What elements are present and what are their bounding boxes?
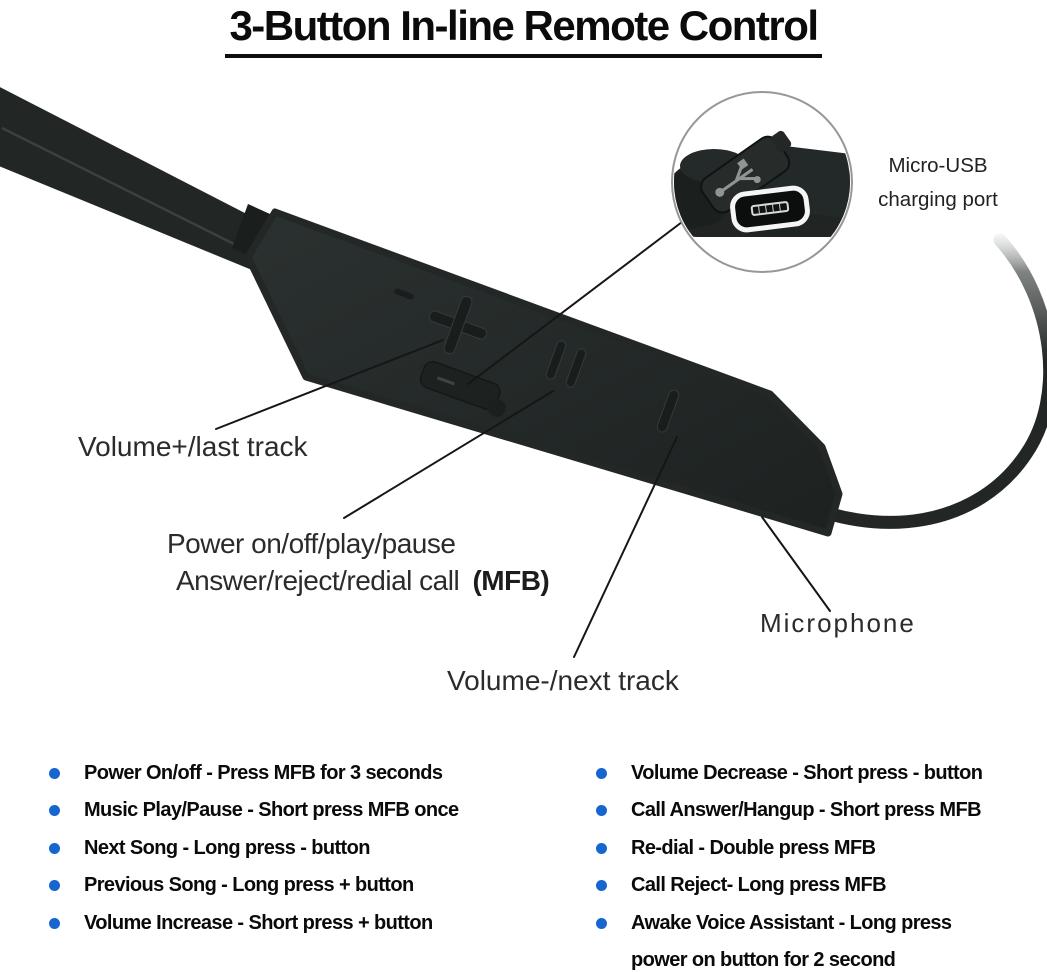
instruction-text: Power On/off - Press MFB for 3 seconds [84,762,443,784]
mfb-pause-button [545,340,587,388]
round-cable [781,233,1047,529]
instruction-item: Previous Song - Long press + button [41,867,521,904]
flat-cable-ridge [1,126,251,254]
bullet-dot-icon [596,768,607,779]
microphone-label: Microphone [760,608,916,638]
instruction-item: Re-dial - Double press MFB [588,830,998,867]
bullet-dot-icon [49,917,60,929]
instruction-item: Call Reject- Long press MFB [588,867,998,904]
bullet-dot-icon [596,880,607,892]
instruction-item: Next Song - Long press - button [41,830,521,867]
instruction-text: Call Reject- Long press MFB [631,874,887,897]
volume-up-label: Volume+/last track [78,431,308,462]
bullet-dot-icon [596,805,607,817]
mfb-bold-label: (MFB) [472,565,550,596]
body-dash-detail [394,288,414,300]
title-wrap: 3-Button In-line Remote Control [0,5,1047,58]
leader-line-microphone [761,516,831,612]
bullet-dot-icon [49,842,60,854]
micro-usb-label-line2: charging port [878,188,998,211]
instruction-item: Call Answer/Hangup - Short press MFB [588,792,998,829]
instruction-text: Volume Increase - Short press + button [84,911,433,934]
bullet-dot-icon [49,880,60,892]
volume-down-label: Volume-/next track [447,665,679,696]
bullet-dot-icon [596,917,607,929]
instruction-text: Call Answer/Hangup - Short press MFB [631,799,982,822]
flat-cable [0,87,270,270]
instruction-text: Volume Decrease - Short press - button [631,762,983,784]
instruction-text: Awake Voice Assistant - Long press power… [631,911,952,972]
bullet-dot-icon [49,768,60,779]
power-mfb-label-line2: Answer/reject/redial call (MFB) [176,563,550,599]
power-mfb-label-line1: Power on/off/play/pause [167,528,456,559]
power-mfb-label-line2-text: Answer/reject/redial call [176,565,460,596]
micro-usb-label: Micro-USB charging port [850,149,1026,217]
bullet-dot-icon [49,805,60,817]
instructions-left: Power On/off - Press MFB for 3 seconds M… [41,755,521,942]
bullet-dot-icon [596,842,607,854]
leader-line-volume-up [215,339,444,430]
page-title: 3-Button In-line Remote Control [225,5,822,58]
instructions-right: Volume Decrease - Short press - button C… [588,755,998,972]
volume-down-button [656,389,680,433]
usb-flap-bump [488,399,506,417]
instruction-text: Re-dial - Double press MFB [631,836,876,859]
instruction-item: Power On/off - Press MFB for 3 seconds [41,755,521,792]
leader-line-volume-down [573,436,678,658]
instruction-item: Volume Increase - Short press + button [41,905,521,942]
instruction-text: Music Play/Pause - Short press MFB once [84,799,459,822]
instruction-text: Next Song - Long press - button [84,836,370,859]
micro-usb-label-line1: Micro-USB [888,154,988,177]
instruction-text: Previous Song - Long press + button [84,874,414,897]
instruction-item: Awake Voice Assistant - Long press power… [588,905,998,972]
leader-line-mfb [343,390,554,519]
instruction-item: Volume Decrease - Short press - button [588,755,998,792]
leader-line-usb [467,221,683,385]
volume-up-plus-button [428,295,488,355]
micro-usb-port [730,185,810,233]
instruction-item: Music Play/Pause - Short press MFB once [41,792,521,829]
